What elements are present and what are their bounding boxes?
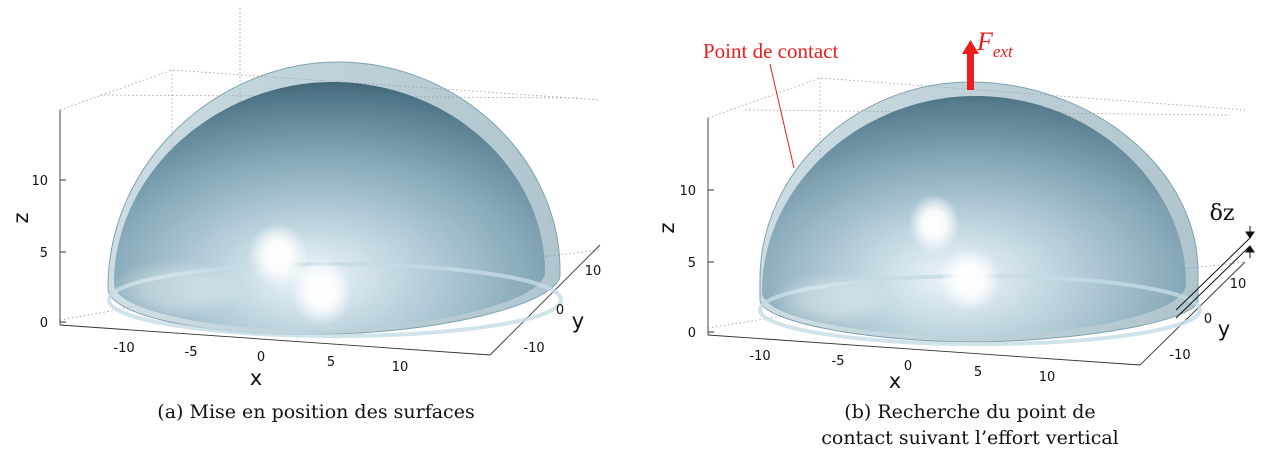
panel-b-contact-label: Point de contact: [703, 39, 838, 63]
panel-b-z-tick: 0: [688, 326, 696, 341]
panel-a-z-tick: 0: [40, 316, 48, 331]
panel-b-x-tick: 0: [904, 359, 912, 374]
panel-b: δz Fext Point de contact 10 5 0 -10 -5 0…: [655, 27, 1255, 449]
panel-a-x-tick: 10: [392, 360, 409, 375]
panel-b-inner-dome: [762, 96, 1186, 336]
panel-b-y-tick: 0: [1204, 312, 1212, 327]
panel-b-gap-indicator: [1175, 226, 1255, 319]
panel-b-y-tick: -10: [1169, 348, 1190, 363]
panel-b-caption-line2: contact suivant l’effort vertical: [821, 427, 1119, 449]
panel-a-x-label: x: [250, 366, 262, 390]
panel-b-z-tick: 5: [688, 256, 696, 271]
panel-b-glare-2: [940, 248, 1000, 312]
panel-a-x-tick: -10: [113, 341, 134, 356]
panel-a-y-ticks: 10 0 -10: [523, 264, 601, 356]
panel-b-z-tick: 10: [679, 184, 696, 199]
panel-a: 10 5 0 -10 -5 0 5 10 10 0 -10 z x y (a) …: [9, 8, 601, 423]
panel-b-x-label: x: [889, 369, 901, 393]
panel-a-glare-1: [248, 223, 308, 287]
panel-a-z-tick: 10: [31, 174, 48, 189]
panel-a-glare-2: [292, 258, 352, 326]
panel-b-x-tick: -10: [749, 349, 770, 364]
panel-b-glare-1: [908, 194, 960, 254]
panel-b-contact-leader: [769, 63, 795, 169]
panel-b-y-ticks: 10 0 -10: [1169, 277, 1246, 363]
panel-a-z-tick: 5: [40, 246, 48, 261]
panel-b-force-arrow: [962, 40, 979, 90]
panel-a-axes: [59, 110, 601, 356]
panel-a-glare-soft: [105, 260, 245, 320]
panel-b-x-tick: 10: [1039, 370, 1056, 385]
panel-a-caption: (a) Mise en position des surfaces: [157, 401, 474, 423]
panel-b-caption-line1: (b) Recherche du point de: [844, 401, 1095, 423]
panel-a-z-ticks: 10 5 0: [31, 174, 66, 331]
panel-a-y-tick: -10: [523, 341, 544, 356]
panel-b-force-label: Fext: [976, 27, 1014, 61]
panel-a-y-tick: 0: [556, 303, 564, 318]
panel-b-gap-label: δz: [1210, 201, 1235, 226]
panel-b-z-label: z: [655, 222, 679, 233]
panel-b-axes: [707, 118, 1246, 366]
panel-a-x-tick: 5: [327, 355, 335, 370]
panel-b-force-subscript: ext: [993, 42, 1014, 61]
panel-a-x-tick: 0: [257, 350, 265, 365]
panel-b-y-tick: 10: [1230, 277, 1247, 292]
panel-b-glare-soft: [770, 272, 890, 328]
panel-b-x-tick: 5: [974, 365, 982, 380]
panel-b-z-ticks: 10 5 0: [679, 184, 714, 341]
panel-a-x-ticks: -10 -5 0 5 10: [113, 341, 408, 375]
panel-a-y-tick: 10: [585, 264, 602, 279]
panel-b-x-tick: -5: [832, 354, 845, 369]
panel-a-y-label: y: [572, 309, 584, 333]
panel-b-force-symbol: F: [976, 27, 994, 56]
panel-a-x-tick: -5: [185, 345, 198, 360]
panel-a-z-label: z: [9, 212, 33, 223]
panel-b-x-ticks: -10 -5 0 5 10: [749, 349, 1055, 385]
panel-b-y-label: y: [1218, 317, 1230, 341]
